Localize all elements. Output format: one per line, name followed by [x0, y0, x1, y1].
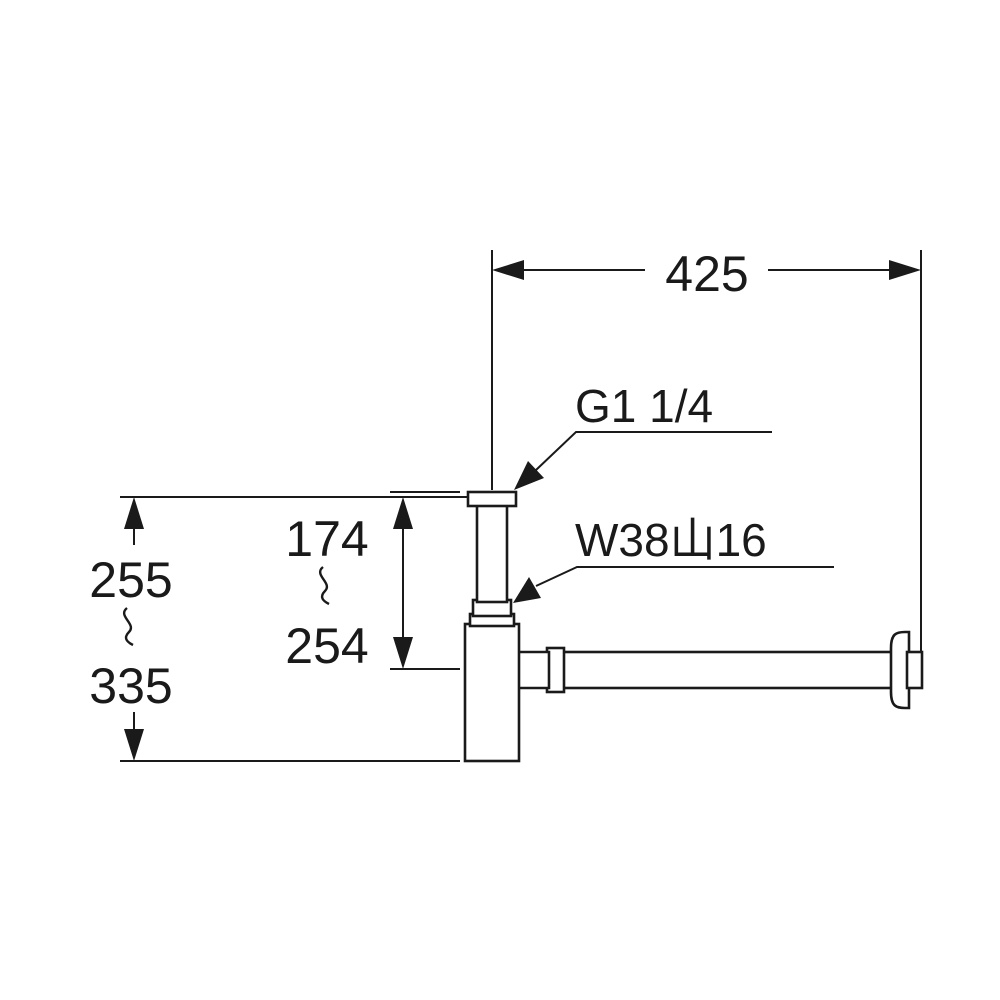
arrowhead-inlet-leader	[514, 461, 544, 490]
width-dimension: 425	[491, 246, 922, 655]
width-value: 425	[665, 246, 748, 302]
arrowhead-outlet-top	[393, 497, 413, 529]
range-tilde-total	[123, 607, 134, 647]
total-height-min: 255	[89, 552, 172, 608]
outlet-height-max: 254	[285, 618, 368, 674]
arrowhead-total-top	[124, 497, 144, 529]
arrowhead-width-left	[492, 260, 524, 280]
waste-pipe-label: W38山16	[575, 514, 767, 566]
total-height-max: 335	[89, 658, 172, 714]
leader-line-inlet	[535, 431, 772, 471]
wall-flange	[889, 630, 911, 710]
waste-pipe-callout: W38山16	[513, 514, 834, 603]
tailpiece	[475, 502, 509, 604]
bottle-trap	[463, 490, 924, 763]
arrowhead-outlet-bottom	[393, 637, 413, 669]
arrowhead-total-bottom	[124, 729, 144, 761]
top-flange	[466, 490, 518, 508]
range-tilde-outlet	[319, 566, 330, 606]
inlet-thread-label: G1 1/4	[575, 380, 713, 432]
arrowhead-width-right	[889, 260, 921, 280]
total-height-dimension: 255 335	[89, 496, 470, 762]
arrowhead-waste-leader	[513, 577, 541, 603]
inlet-thread-callout: G1 1/4	[514, 380, 772, 490]
outlet-height-min: 174	[285, 511, 368, 567]
outlet-pipe	[558, 650, 897, 690]
trap-body	[463, 622, 521, 763]
outlet-height-dimension: 174 254	[285, 491, 460, 674]
wall-escutcheon	[905, 650, 924, 690]
leader-line-waste	[535, 566, 834, 587]
